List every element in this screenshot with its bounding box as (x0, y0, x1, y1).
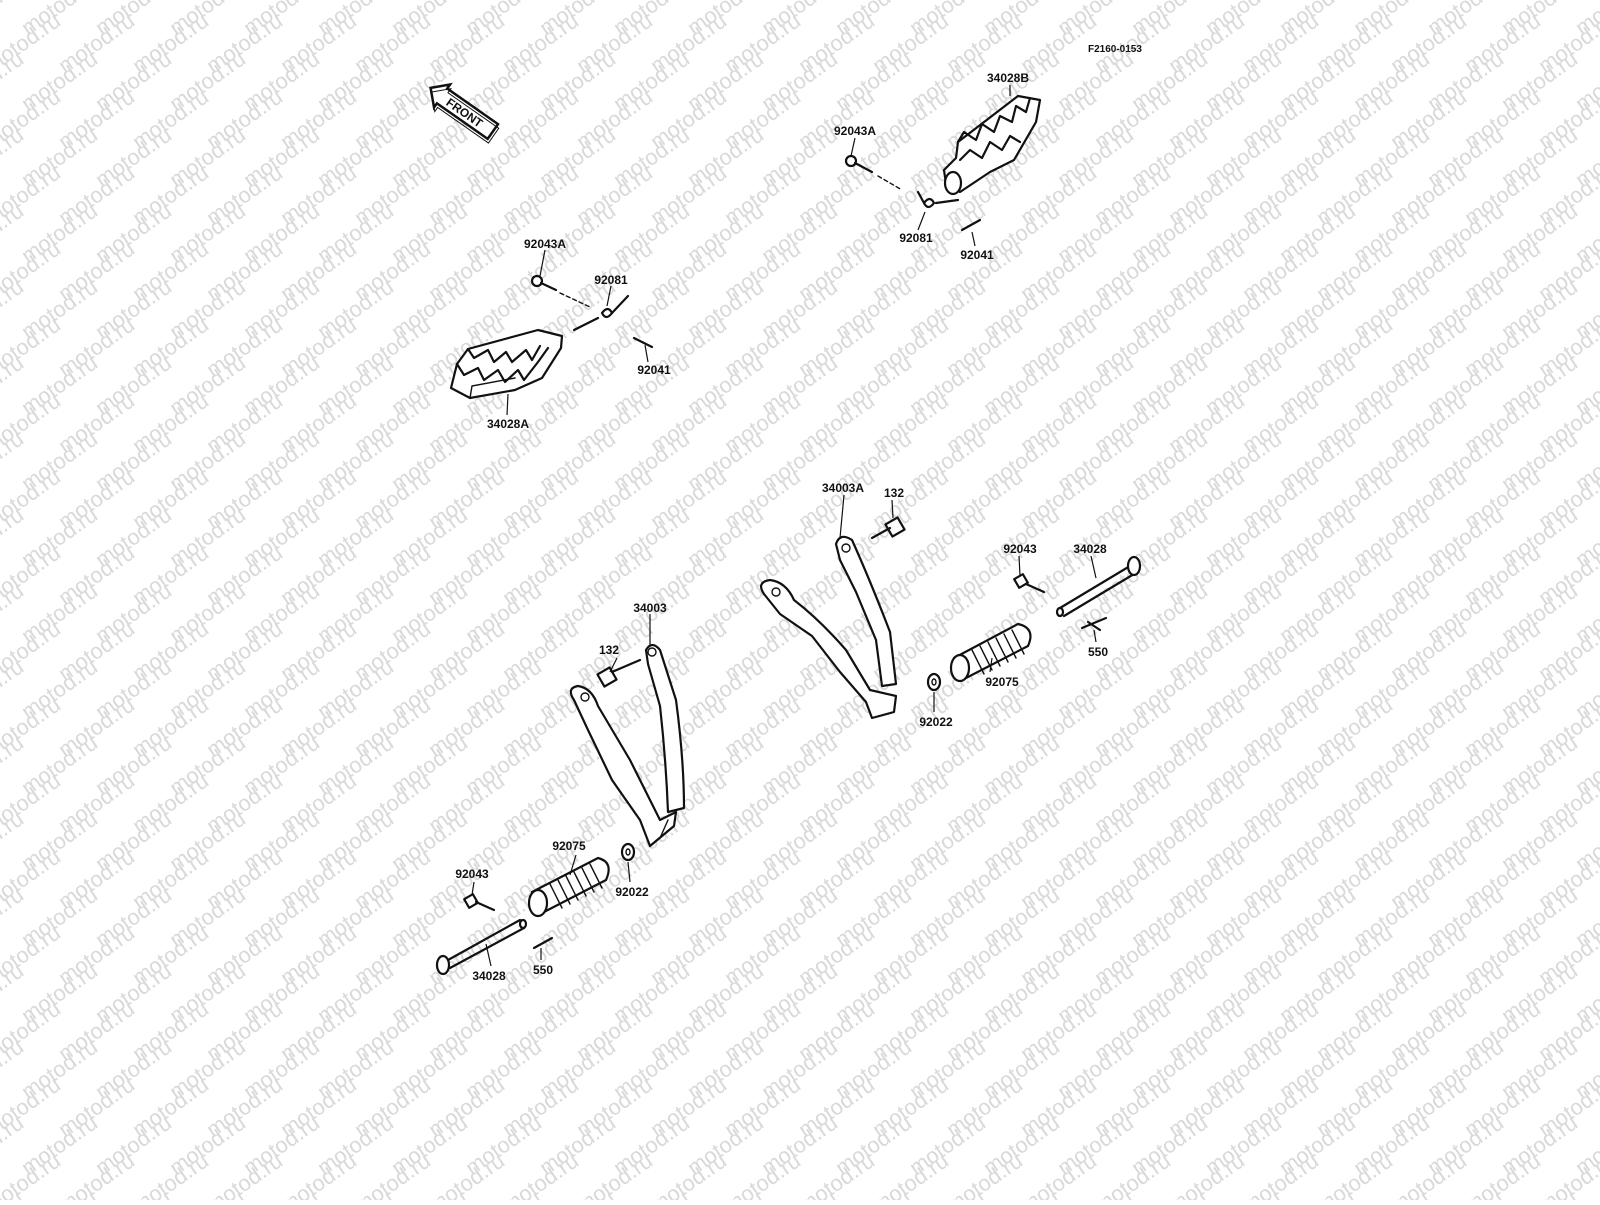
washer-92022-right (926, 672, 942, 692)
label-92041-left: 92041 (637, 363, 671, 377)
label-92022-right: 92022 (919, 715, 953, 729)
label-92043a-left: 92043A (524, 237, 566, 251)
bolt-92043-left (463, 893, 496, 912)
label-92075-left: 92075 (552, 839, 586, 853)
label-92043-left: 92043 (455, 867, 489, 881)
part-labels: 92043A 92081 92041 34028A 92043A 34028B … (455, 71, 1108, 983)
label-34028b: 34028B (987, 71, 1029, 85)
label-92081-right: 92081 (899, 231, 933, 245)
figure-ref: F2160-0153 (1088, 44, 1142, 55)
footpeg-right-shape (942, 94, 1042, 196)
washer-92022-left (620, 842, 636, 862)
bracket-right-group (760, 516, 1142, 720)
label-132-left: 132 (599, 643, 619, 657)
shaft-34028-right (1055, 555, 1142, 618)
label-34028-right: 34028 (1073, 542, 1107, 556)
label-34028-left: 34028 (472, 969, 506, 983)
spring-92081-right (916, 190, 960, 209)
label-550-left: 550 (533, 963, 553, 977)
label-92075-right: 92075 (985, 675, 1019, 689)
label-34003a: 34003A (822, 481, 864, 495)
bracket-left-group (435, 643, 686, 976)
bracket-34003-shape (569, 643, 686, 848)
label-34028a: 34028A (487, 417, 529, 431)
spring-92081-left (572, 294, 630, 332)
pin-92041-left (632, 336, 654, 349)
rubber-92075-right (949, 622, 1032, 683)
bolt-92043a-left (530, 274, 591, 308)
rubber-92075-left (527, 856, 610, 918)
label-550-right: 550 (1088, 645, 1108, 659)
bolt-132-left (596, 658, 642, 688)
label-132-right: 132 (884, 486, 904, 500)
bracket-34003a-shape (760, 535, 898, 720)
label-92022-left: 92022 (615, 885, 649, 899)
bolt-132-right (870, 516, 906, 540)
label-92043a-right: 92043A (834, 124, 876, 138)
label-34003: 34003 (633, 601, 667, 615)
label-92041-right: 92041 (960, 248, 994, 262)
leader-lines (471, 85, 1097, 967)
cotter-550-left (532, 936, 554, 950)
bolt-92043-right (1013, 573, 1046, 594)
footpeg-left-shape (449, 328, 564, 400)
label-92043-right: 92043 (1003, 542, 1037, 556)
cotter-550-right (1080, 616, 1108, 632)
pin-92041-right (960, 218, 982, 232)
label-92081-left: 92081 (594, 273, 628, 287)
footpeg-left-group (449, 274, 654, 400)
